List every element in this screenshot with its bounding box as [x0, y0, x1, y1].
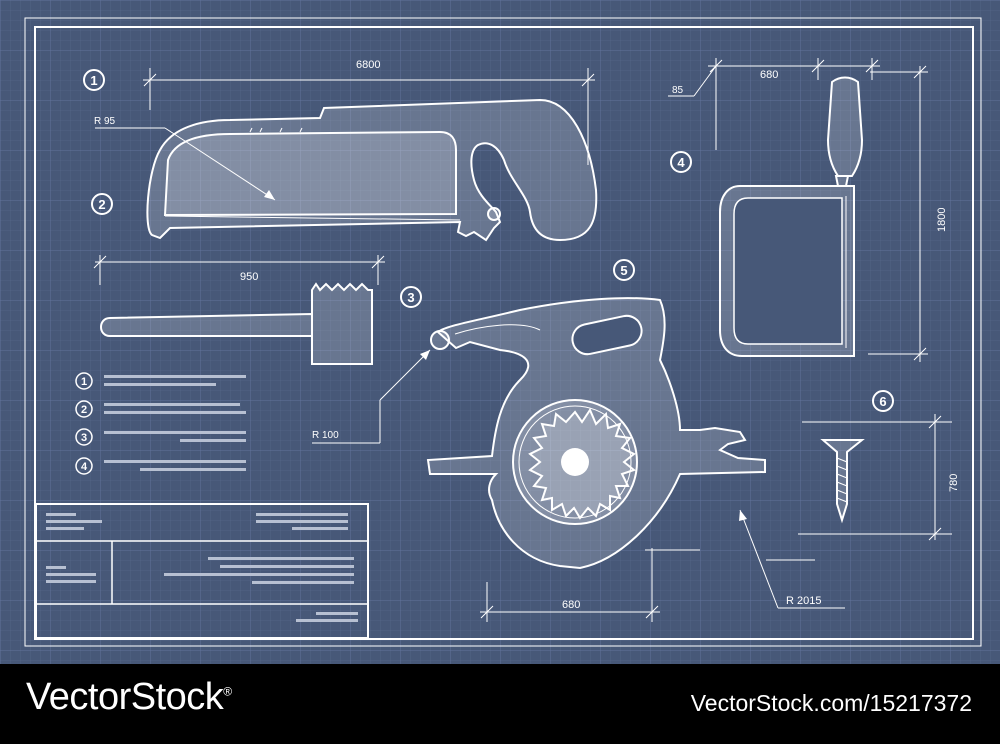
dim-hammer-radius: R 100 — [312, 349, 431, 444]
legend-item: 1 — [75, 372, 246, 390]
dim-hammer-width-label: 950 — [240, 271, 258, 283]
svg-text:2: 2 — [81, 404, 87, 416]
vectorstock-url: VectorStock.com/15217372 — [690, 690, 972, 716]
hacksaw-drawing — [146, 98, 598, 242]
marker-5: 5 — [613, 259, 635, 281]
dim-screw-height-label: 780 — [948, 474, 960, 492]
screw-drawing — [820, 439, 865, 524]
marker-2: 2 — [91, 193, 113, 215]
dim-saw-width: 6800 — [143, 59, 595, 165]
hacksaw-frame-ticks — [249, 127, 303, 133]
coping-saw-handle — [826, 76, 864, 177]
dim-circular-radius-label: R 2015 — [786, 595, 821, 607]
hacksaw-wingnut — [487, 207, 501, 221]
dim-circular-radius: R 2015 — [739, 509, 845, 609]
dim-circular-width: 680 — [480, 548, 815, 622]
hammer-handle — [100, 312, 313, 337]
hacksaw-body — [146, 98, 598, 242]
legend-item: 4 — [75, 457, 246, 475]
dim-saw-radius: R 95 — [94, 116, 276, 201]
dim-jigsaw-top: 85 680 — [668, 58, 880, 150]
hacksaw-opening — [163, 130, 457, 217]
circular-saw-drawing — [426, 297, 766, 570]
marker-1: 1 — [83, 69, 105, 91]
svg-text:4: 4 — [81, 461, 88, 473]
dim-saw-radius-label: R 95 — [94, 116, 116, 127]
circular-saw-handle-line — [454, 324, 541, 335]
marker-3: 3 — [400, 286, 422, 308]
circular-saw-arbor — [561, 448, 589, 476]
legend-list: 1 2 3 4 — [75, 372, 246, 475]
dim-hammer-width: 950 — [93, 255, 385, 285]
circular-saw-knob — [430, 330, 450, 350]
watermark-banner — [0, 664, 1000, 744]
screw-body — [820, 439, 865, 524]
screw-threads — [836, 457, 848, 503]
marker-6: 6 — [872, 390, 894, 412]
coping-saw-drawing — [719, 76, 864, 357]
legend-item: 3 — [75, 428, 246, 446]
svg-text:1: 1 — [81, 376, 87, 388]
hacksaw-blade — [164, 215, 461, 221]
dim-circular-width-label: 680 — [562, 599, 580, 611]
inner-border — [34, 26, 974, 640]
vectorstock-logo-registered: ® — [223, 684, 232, 699]
hammer-drawing — [100, 282, 373, 365]
dim-jigsaw-height: 1800 — [868, 65, 948, 362]
vectorstock-logo: VectorStock® — [26, 676, 232, 719]
marker-4: 4 — [670, 151, 692, 173]
title-block — [35, 503, 369, 639]
dim-jigsaw-offset-label: 85 — [672, 85, 684, 96]
vectorstock-logo-text: VectorStock — [26, 676, 224, 718]
svg-text:3: 3 — [407, 290, 414, 305]
legend-item: 2 — [75, 400, 246, 418]
dim-hammer-radius-label: R 100 — [312, 430, 339, 441]
circular-saw-blade-inner — [518, 405, 632, 519]
coping-saw-opening — [733, 197, 843, 345]
dim-jigsaw-height-label: 1800 — [936, 208, 948, 232]
svg-text:3: 3 — [81, 432, 87, 444]
svg-text:1: 1 — [90, 73, 97, 88]
svg-text:4: 4 — [677, 155, 685, 170]
circular-saw-body — [426, 297, 766, 570]
svg-text:5: 5 — [620, 263, 627, 278]
circular-saw-grip-slot — [571, 314, 643, 356]
dim-screw-height: 780 — [798, 414, 960, 541]
outer-border — [24, 17, 982, 647]
coping-saw-ferrule — [834, 175, 850, 187]
blueprint-drawing: 6800 R 95 950 85 680 — [0, 0, 1000, 664]
dim-saw-width-label: 6800 — [356, 59, 380, 71]
svg-text:2: 2 — [98, 197, 105, 212]
hammer-head — [311, 282, 373, 365]
dim-jigsaw-width-label: 680 — [760, 69, 778, 81]
svg-text:6: 6 — [879, 394, 886, 409]
